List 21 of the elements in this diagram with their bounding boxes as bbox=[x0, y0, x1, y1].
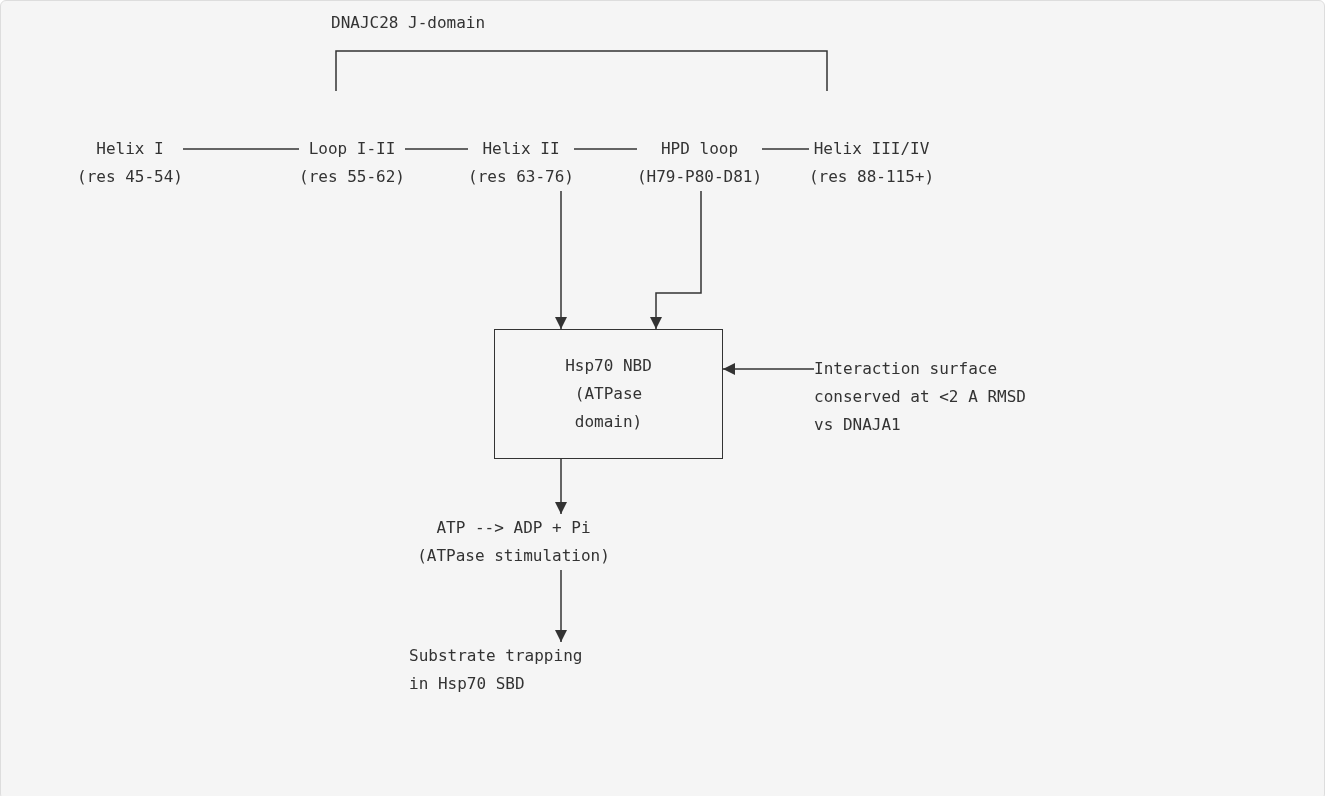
node-label: Loop I-II bbox=[308, 138, 396, 160]
node-label: ATP --> ADP + Pi bbox=[436, 517, 591, 539]
node-sublabel: (H79-P80-D81) bbox=[636, 166, 763, 188]
connector-arrow bbox=[650, 190, 702, 330]
node-label: Helix III/IV bbox=[813, 138, 930, 160]
process-box: Hsp70 NBD (ATPase domain) bbox=[494, 329, 723, 459]
node-sublabel: (res 88-115+) bbox=[808, 166, 935, 188]
node-label: Helix II bbox=[482, 138, 560, 160]
connector-arrow bbox=[555, 458, 567, 515]
annotation-text: Interaction surface conserved at <2 A RMSD vs DNAJA1 bbox=[814, 355, 1032, 439]
connector-arrow bbox=[722, 363, 815, 375]
connector-arrow bbox=[555, 569, 567, 643]
node-sublabel: (ATPase stimulation) bbox=[417, 545, 610, 567]
node-label: Helix I bbox=[96, 138, 164, 160]
node-sublabel: (res 55-62) bbox=[299, 166, 405, 188]
node-label: DNAJC28 J-domain bbox=[331, 9, 491, 37]
node-label: HPD loop bbox=[660, 138, 739, 160]
connector-arrow bbox=[555, 190, 567, 330]
node-sublabel: (res 63-76) bbox=[468, 166, 574, 188]
node-label: Substrate trapping in Hsp70 SBD bbox=[409, 642, 591, 698]
node-sublabel: (res 45-54) bbox=[77, 166, 183, 188]
